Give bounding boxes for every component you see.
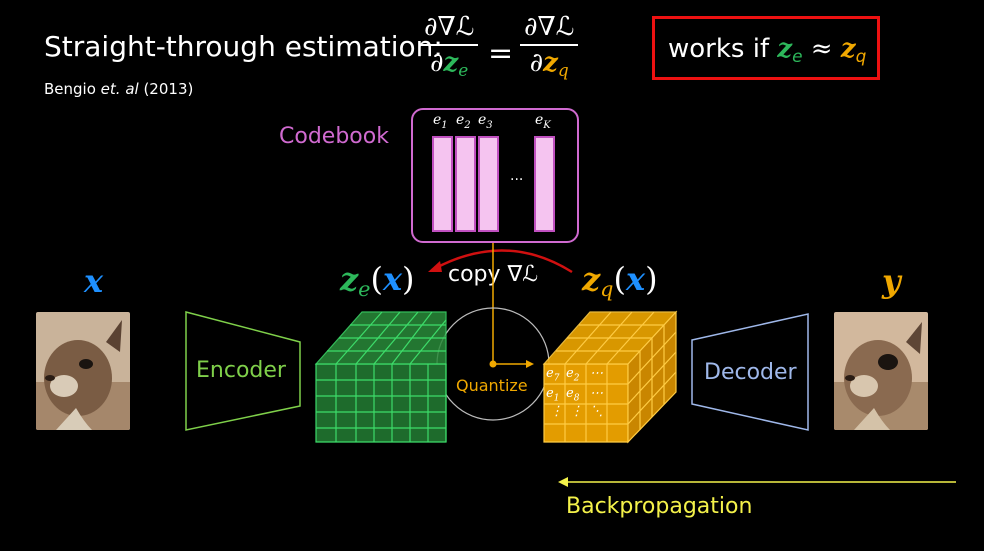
codebook-label-e1: e1 (433, 112, 448, 131)
input-label-x: x (84, 262, 104, 300)
equation-rhs: ∂∇ℒ ∂zq (520, 12, 579, 80)
zq-index-ellipsis-1: ⋯ (590, 366, 603, 381)
condition-text: works if ze ≈ zq (668, 34, 867, 67)
codebook-entry-1 (432, 136, 453, 232)
codebook-label-ek: eK (535, 112, 551, 131)
codebook-entry-3 (478, 136, 499, 232)
quantize-label: Quantize (456, 376, 528, 395)
codebook-label: Codebook (279, 124, 389, 149)
zq-index-ddots: ⋱ (590, 404, 603, 419)
zq-index-e8: e8 (566, 386, 580, 404)
encoder-label: Encoder (196, 358, 286, 383)
copy-arrow (431, 249, 573, 274)
decoder-label: Decoder (704, 360, 797, 385)
input-image (36, 312, 130, 430)
zq-index-vdots-1: ⋮ (550, 404, 563, 419)
quantize-arrow-head (526, 360, 534, 368)
output-label-y: y (882, 262, 901, 300)
codebook-entry-2 (455, 136, 476, 232)
zq-label: zq(x) (582, 260, 658, 302)
zq-index-vdots-2: ⋮ (570, 404, 583, 419)
zq-index-e2: e2 (566, 366, 580, 384)
citation: Bengio et. al (2013) (44, 80, 194, 98)
codebook-label-e3: e3 (478, 112, 493, 131)
encoder-shape (185, 311, 301, 431)
codebook-box (411, 108, 579, 243)
ze-cube (314, 311, 447, 443)
copy-arrow-head (428, 261, 442, 272)
backpropagation-label: Backpropagation (566, 494, 753, 519)
codebook-entry-k (534, 136, 555, 232)
codebook-label-e2: e2 (456, 112, 471, 131)
zq-index-ellipsis-2: ⋯ (590, 386, 603, 401)
title: Straight-through estimation: (44, 30, 443, 63)
zq-index-e1: e1 (546, 386, 560, 404)
codebook-ellipsis: ... (510, 168, 524, 184)
zq-cube (542, 310, 678, 444)
equation-lhs: ∂∇ℒ ∂ze (420, 12, 479, 80)
output-image (834, 312, 928, 430)
backprop-arrow-head (558, 477, 568, 487)
zq-index-e7: e7 (546, 366, 560, 384)
ze-label: ze(x) (340, 260, 415, 302)
condition-box (652, 16, 880, 80)
equation-equals: = (488, 36, 514, 71)
decoder-shape (691, 313, 809, 431)
